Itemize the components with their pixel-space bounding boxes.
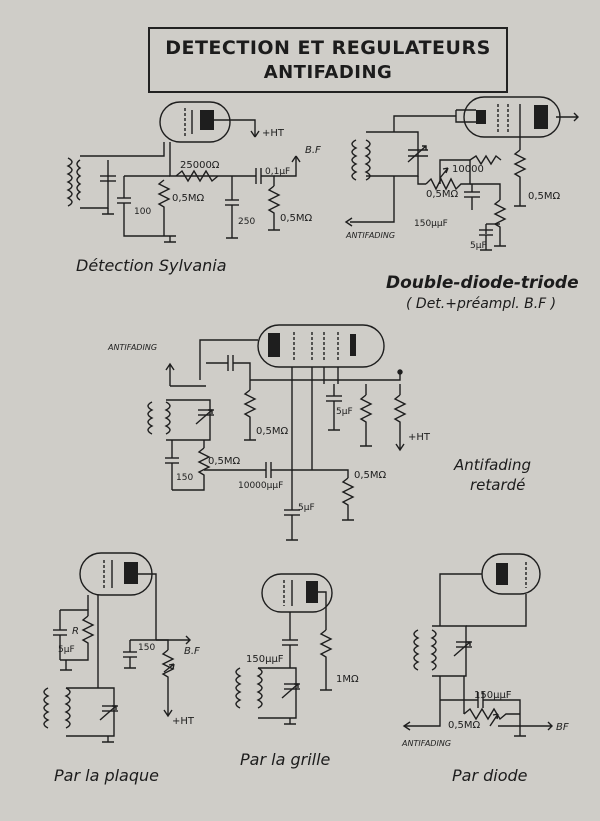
label-retarde-r2: 0,5MΩ [208, 456, 241, 467]
diagram-par-la-grille: 150μμF 1MΩ [235, 573, 359, 725]
label-ddt-c1: 150μμF [414, 219, 448, 229]
caption-par-la-plaque: Par la plaque [54, 766, 159, 785]
label-plaque-c1: 5μF [58, 645, 75, 655]
label-grille-c1: 150μμF [246, 654, 284, 665]
label-diode-bf: BF [556, 722, 569, 733]
caption-retarde-line-1: Antifading [454, 456, 532, 474]
label-diode-r1: 0,5MΩ [448, 720, 481, 731]
label-sylvania-ht: +HT [262, 128, 285, 139]
tube-grille [261, 573, 333, 613]
label-retarde-c2: 10000μμF [238, 481, 283, 491]
label-ddt-c2: 5μF [470, 241, 487, 251]
label-sylvania-c3: 250 [238, 217, 255, 227]
label-sylvania-r3: 0,5MΩ [280, 213, 313, 224]
caption-double-diode-triode: Double-diode-triode [386, 273, 579, 293]
label-diode-c1: 150μμF [474, 690, 512, 701]
label-retarde-r1: 0,5MΩ [256, 426, 289, 437]
label-ddt-antifading: ANTIFADING [345, 231, 395, 240]
label-retarde-c4: 5μF [336, 407, 353, 417]
caption-sylvania: Détection Sylvania [76, 256, 227, 275]
title-line-1: DETECTION ET REGULATEURS [165, 37, 491, 59]
label-retarde-c3: 5μF [298, 503, 315, 513]
title-line-2: ANTIFADING [263, 62, 393, 83]
label-ddt-r3: 0,5MΩ [528, 191, 561, 202]
subcaption-double-diode-triode: ( Det.+préampl. B.F ) [406, 296, 557, 312]
diagram-double-diode-triode: 10000 0,5MΩ 0,5MΩ 150μμF 5μF ANTIFADING [344, 96, 579, 251]
label-sylvania-r1: 25000Ω [180, 160, 220, 171]
caption-retarde-line-2: retardé [470, 476, 526, 494]
label-sylvania-c2: 100 [134, 207, 151, 217]
label-diode-antifading: ANTIFADING [401, 739, 451, 748]
diagram-antifading-retarde: ANTIFADING 0,5MΩ 0,5MΩ 0,5MΩ 150 10000μμ… [107, 324, 431, 541]
label-sylvania-c1: 0,1μF [265, 167, 290, 177]
caption-par-diode: Par diode [452, 766, 528, 785]
title-box: DETECTION ET REGULATEURS ANTIFADING [148, 27, 508, 93]
label-retarde-ht: +HT [408, 432, 431, 443]
tube-sylvania [159, 101, 231, 143]
label-sylvania-bf: B.F [305, 145, 321, 156]
tube-diode [481, 553, 541, 595]
label-retarde-r3: 0,5MΩ [354, 470, 387, 481]
label-plaque-ht: +HT [172, 716, 195, 727]
label-retarde-c1: 150 [176, 473, 193, 483]
diagram-par-diode: 150μμF 0,5MΩ ANTIFADING BF [401, 553, 569, 748]
label-grille-r1: 1MΩ [336, 674, 359, 685]
label-plaque-bf: B.F [184, 646, 200, 657]
caption-par-la-grille: Par la grille [240, 750, 331, 769]
label-plaque-c2: 150 [138, 643, 155, 653]
label-ddt-r2: 0,5MΩ [426, 189, 459, 200]
diagram-par-la-plaque: R 5μF 150 B.F +HT [43, 552, 200, 743]
label-ddt-r1: 10000 [452, 164, 484, 175]
label-plaque-r: R [72, 626, 79, 637]
label-sylvania-r2: 0,5MΩ [172, 193, 205, 204]
diagram-sylvania: +HT B.F 25000Ω 0,5MΩ 0,5MΩ 0,1μF 100 250 [66, 101, 321, 243]
tube-retarde [257, 324, 385, 368]
label-retarde-antifading: ANTIFADING [107, 343, 157, 352]
